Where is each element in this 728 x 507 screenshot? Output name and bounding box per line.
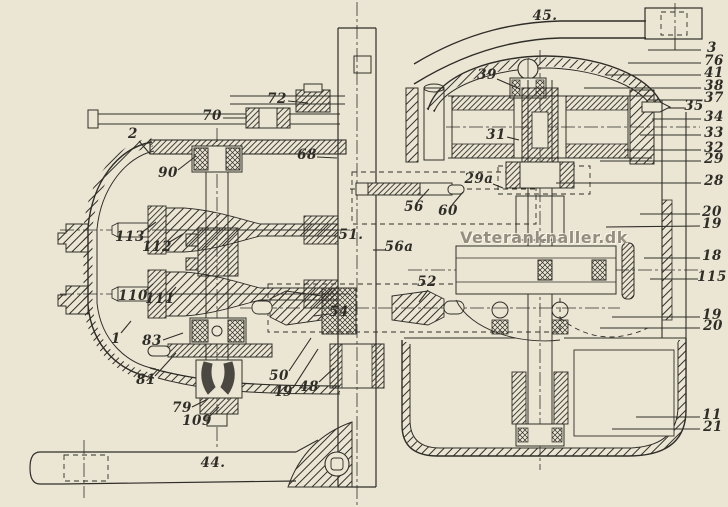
lower-crankcase xyxy=(401,337,687,457)
kickstart-arm xyxy=(405,7,703,163)
right-main-shaft xyxy=(455,242,635,342)
selector-fork-rod xyxy=(355,182,465,196)
kickstart-spindle xyxy=(147,145,273,427)
right-gear-cluster xyxy=(425,55,687,338)
center-mainshaft xyxy=(251,27,465,488)
top-left-rod-assembly xyxy=(87,83,345,129)
clutch-lever xyxy=(29,439,319,485)
